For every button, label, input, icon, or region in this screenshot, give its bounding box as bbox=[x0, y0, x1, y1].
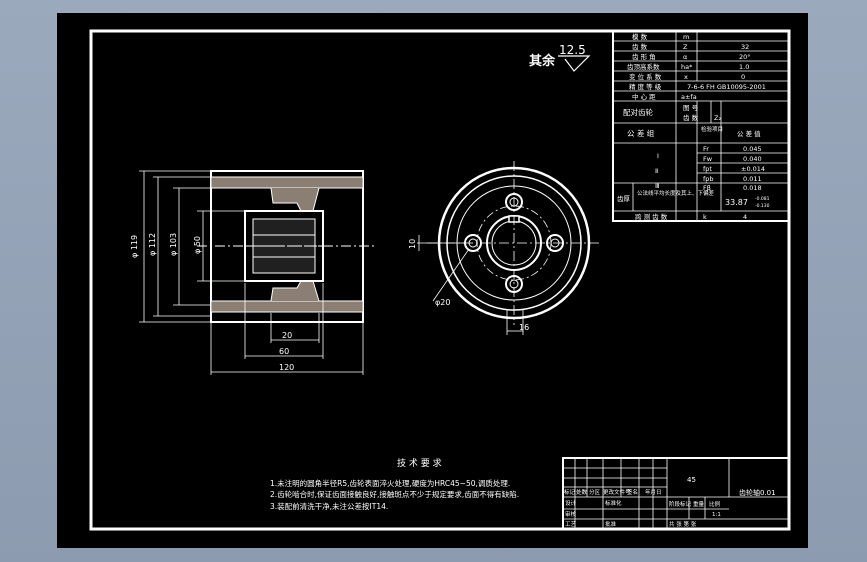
tb-h6: 年月日 bbox=[645, 488, 662, 496]
gear-parameter-table bbox=[612, 30, 790, 222]
param-angle-val: 20° bbox=[739, 53, 751, 61]
param-mate-teeth: 齿 数 bbox=[683, 113, 699, 122]
param-span-val: 4 bbox=[743, 213, 747, 221]
param-span-label: 跨 测 齿 数 bbox=[635, 212, 668, 221]
tb-material: 45 bbox=[687, 476, 696, 484]
param-module-label: 模 数 bbox=[632, 32, 648, 41]
dim-d103: φ 103 bbox=[169, 233, 178, 256]
param-fpt-val: ±0.014 bbox=[741, 165, 765, 173]
front-section-view bbox=[197, 170, 375, 323]
tb-h5: 签名 bbox=[627, 488, 638, 496]
param-g1: Ⅰ bbox=[657, 152, 659, 160]
tb-h4: 更改文件号 bbox=[603, 488, 631, 496]
param-tolval-label: 公 差 值 bbox=[737, 129, 761, 138]
param-fpt: fpt bbox=[703, 165, 712, 173]
param-mate-drawing: 图 号 bbox=[683, 104, 699, 112]
side-view bbox=[417, 161, 602, 335]
tb-h8: 重量 bbox=[693, 500, 705, 508]
roughness-value: 12.5 bbox=[559, 43, 586, 57]
param-texts: 模 数 m 齿 数 Z 32 齿 形 角 α 20° 齿顶高系数 ha* 1.0… bbox=[617, 32, 770, 221]
param-mate-sym: Z₂ bbox=[714, 114, 721, 122]
param-fr-val: 0.045 bbox=[743, 145, 762, 153]
param-wk-label: 公法线平均长度及其上、下偏差 bbox=[637, 189, 715, 197]
tb-h7: 阶段标记 bbox=[669, 500, 692, 508]
param-teeth-val: 32 bbox=[741, 43, 749, 51]
param-addendum-sym: ha* bbox=[681, 63, 693, 71]
param-span-sym: k bbox=[703, 213, 707, 221]
param-fw-val: 0.040 bbox=[743, 155, 762, 163]
param-shift-sym: x bbox=[684, 73, 688, 81]
param-angle-label: 齿 形 角 bbox=[632, 52, 656, 61]
front-dimensions bbox=[139, 170, 364, 375]
dim-w60: 60 bbox=[279, 347, 289, 356]
param-center-sym: a±fa bbox=[681, 93, 697, 101]
param-shift-val: 0 bbox=[741, 73, 745, 81]
param-shift-label: 变 位 系 数 bbox=[629, 72, 662, 81]
tb-h9: 比例 bbox=[709, 500, 721, 508]
param-mate-label: 配对齿轮 bbox=[623, 107, 653, 117]
tb-h1: 标记 bbox=[564, 488, 576, 496]
drawing-border bbox=[89, 29, 791, 531]
tb-standard: 标准化 bbox=[605, 499, 622, 507]
param-angle-sym: α bbox=[683, 53, 687, 61]
param-fpb: fpb bbox=[703, 175, 714, 183]
param-fr: Fr bbox=[703, 145, 709, 153]
tb-name: 齿轮轴0.01 bbox=[739, 488, 776, 497]
dim-w120: 120 bbox=[279, 363, 294, 372]
dim-w16: 16 bbox=[519, 323, 529, 332]
param-fw: Fw bbox=[703, 155, 713, 163]
param-item-label: 检验项目 bbox=[701, 125, 723, 133]
tb-sheets: 共 张 第 张 bbox=[669, 520, 697, 528]
param-thickness-label: 齿厚 bbox=[617, 195, 631, 203]
tb-h3: 分区 bbox=[589, 488, 601, 496]
param-accuracy-val: 7-6-6 FH GB10095-2001 bbox=[687, 83, 766, 91]
dim-h10: 10 bbox=[408, 239, 417, 249]
tb-process: 工艺 bbox=[565, 521, 577, 528]
roughness-label: 其余 bbox=[529, 53, 556, 69]
tech-line1: 1.未注明的圆角半径R5,齿轮表面淬火处理,硬度为HRC45~50,调质处理. bbox=[270, 478, 510, 488]
param-addendum-val: 1.0 bbox=[739, 63, 749, 71]
dim-d112: φ 112 bbox=[148, 233, 157, 256]
param-addendum-label: 齿顶高系数 bbox=[627, 62, 660, 71]
dim-d20: φ20 bbox=[435, 298, 450, 307]
dim-d50: φ 50 bbox=[193, 236, 202, 254]
param-module-sym: m bbox=[683, 33, 689, 41]
tb-h2: 处数 bbox=[576, 488, 588, 496]
param-teeth-sym: Z bbox=[683, 43, 688, 51]
param-wk-upper: -0.081 bbox=[755, 196, 770, 202]
dim-d119: φ 119 bbox=[130, 235, 139, 258]
param-g2: Ⅱ bbox=[655, 167, 658, 175]
param-wk-lower: -0.130 bbox=[755, 203, 770, 209]
tb-approve: 批准 bbox=[605, 520, 617, 528]
roughness-symbol: 其余 12.5 bbox=[529, 43, 591, 72]
param-fb-val: 0.018 bbox=[743, 184, 762, 192]
tech-line3: 3.装配前清洗干净,未注公差按IT14. bbox=[270, 501, 388, 511]
param-g3: Ⅲ bbox=[655, 182, 659, 190]
title-block bbox=[562, 457, 790, 530]
param-wk-val: 33.87 bbox=[725, 198, 748, 207]
param-fb: Fβ bbox=[703, 184, 711, 192]
param-teeth-label: 齿 数 bbox=[632, 42, 648, 51]
tb-review: 审核 bbox=[565, 510, 577, 518]
tb-scale: 1:1 bbox=[712, 512, 721, 518]
param-fpb-val: 0.011 bbox=[743, 175, 762, 183]
drawing-sheet: 其余 12.5 bbox=[57, 13, 808, 548]
param-accuracy-label: 精 度 等 级 bbox=[629, 82, 662, 91]
dim-w20: 20 bbox=[282, 331, 292, 340]
tech-title: 技 术 要 求 bbox=[397, 457, 442, 469]
tech-line2: 2.齿轮啮合时,保证齿面接触良好,接触斑点不少于规定要求,齿面不得有缺陷. bbox=[270, 489, 519, 499]
tb-design: 设计 bbox=[565, 499, 577, 507]
title-block-texts: 45 齿轮轴0.01 标记 处数 分区 更改文件号 签名 年月日 阶段标记 重量… bbox=[564, 476, 776, 528]
param-tolgroup-label: 公 差 组 bbox=[627, 128, 655, 138]
param-center-label: 中 心 距 bbox=[632, 92, 656, 101]
